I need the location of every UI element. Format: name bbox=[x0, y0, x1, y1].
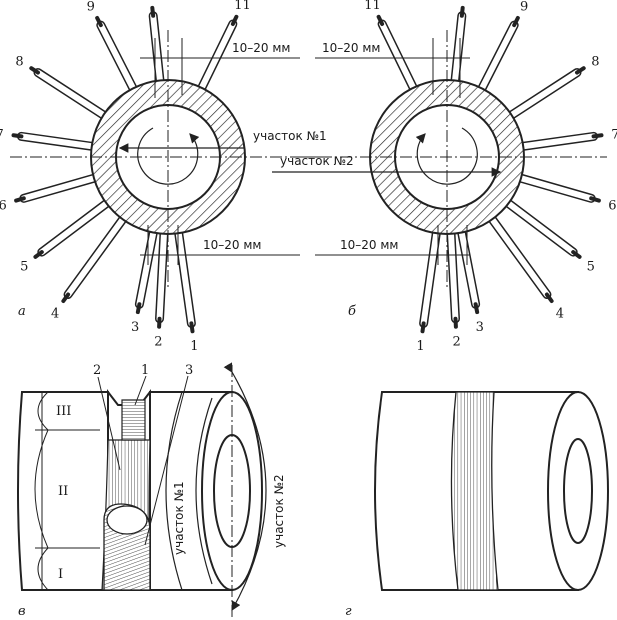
zone-3: III bbox=[56, 404, 71, 419]
dimension-top-a: 10–20 мм bbox=[232, 41, 290, 55]
electrode-number: 5 bbox=[587, 259, 595, 274]
section2-label-v: участок №2 bbox=[272, 474, 286, 548]
figure-v: III II I 2 1 3 участок №1 участок №2 в bbox=[17, 362, 286, 619]
weld-root-v bbox=[121, 399, 146, 441]
figure-letter-g: г bbox=[345, 604, 352, 619]
electrode-number: 6 bbox=[608, 198, 616, 213]
dimension-top-b: 10–20 мм bbox=[322, 41, 380, 55]
rotation-arrow-b bbox=[415, 127, 478, 185]
callout-1: 1 bbox=[141, 363, 149, 378]
electrode-number: 1 bbox=[416, 339, 424, 354]
electrode-number: 2 bbox=[154, 335, 162, 350]
figure-letter-b: б bbox=[348, 304, 356, 319]
pipe-bore-g bbox=[563, 438, 593, 544]
section-label-a: участок №1 bbox=[253, 129, 327, 143]
figure-g: г bbox=[345, 391, 609, 619]
figure-letter-a: а bbox=[18, 304, 26, 319]
electrode-number: 5 bbox=[20, 259, 28, 274]
electrode-number: 11 bbox=[364, 0, 381, 13]
zone-1: I bbox=[58, 567, 63, 582]
zone-2: II bbox=[58, 484, 68, 499]
electrode-number: 9 bbox=[87, 0, 95, 15]
weld-seam-g bbox=[450, 391, 499, 591]
electrode-number: 11 bbox=[234, 0, 251, 13]
electrode-number: 10 bbox=[143, 0, 160, 3]
electrode-number: 7 bbox=[611, 127, 617, 142]
electrode-number: 9 bbox=[520, 0, 528, 15]
electrode-number: 4 bbox=[556, 306, 564, 321]
dimension-bottom-b: 10–20 мм bbox=[340, 238, 398, 252]
figure-letter-v: в bbox=[18, 604, 26, 619]
section-label-b: участок №2 bbox=[280, 154, 354, 168]
electrode-number: 7 bbox=[0, 127, 4, 142]
electrode-number: 10 bbox=[456, 0, 473, 3]
electrode-number: 8 bbox=[15, 55, 23, 70]
callout-3: 3 bbox=[185, 363, 193, 378]
electrode-number: 4 bbox=[51, 306, 59, 321]
electrode-number: 2 bbox=[452, 335, 460, 350]
electrode-number: 6 bbox=[0, 198, 7, 213]
electrode-number: 3 bbox=[476, 320, 484, 335]
figure-b: 1 2 3 4 5 6 7 8 9 10 11 участок №2 10–20 мм 10–20 … bbox=[272, 0, 617, 354]
dimension-bottom-a: 10–20 мм bbox=[203, 238, 261, 252]
electrode-number: 3 bbox=[131, 320, 139, 335]
section1-label-v: участок №1 bbox=[172, 481, 186, 555]
figure-a: 1234567891011 участок №1 10–20 мм 10–20 … bbox=[0, 0, 327, 354]
callout-2: 2 bbox=[93, 363, 101, 378]
rotation-arrow-a bbox=[137, 127, 200, 185]
electrode-number: 1 bbox=[190, 339, 198, 354]
electrode-number: 8 bbox=[591, 55, 599, 70]
pipe-left-v bbox=[17, 391, 109, 591]
